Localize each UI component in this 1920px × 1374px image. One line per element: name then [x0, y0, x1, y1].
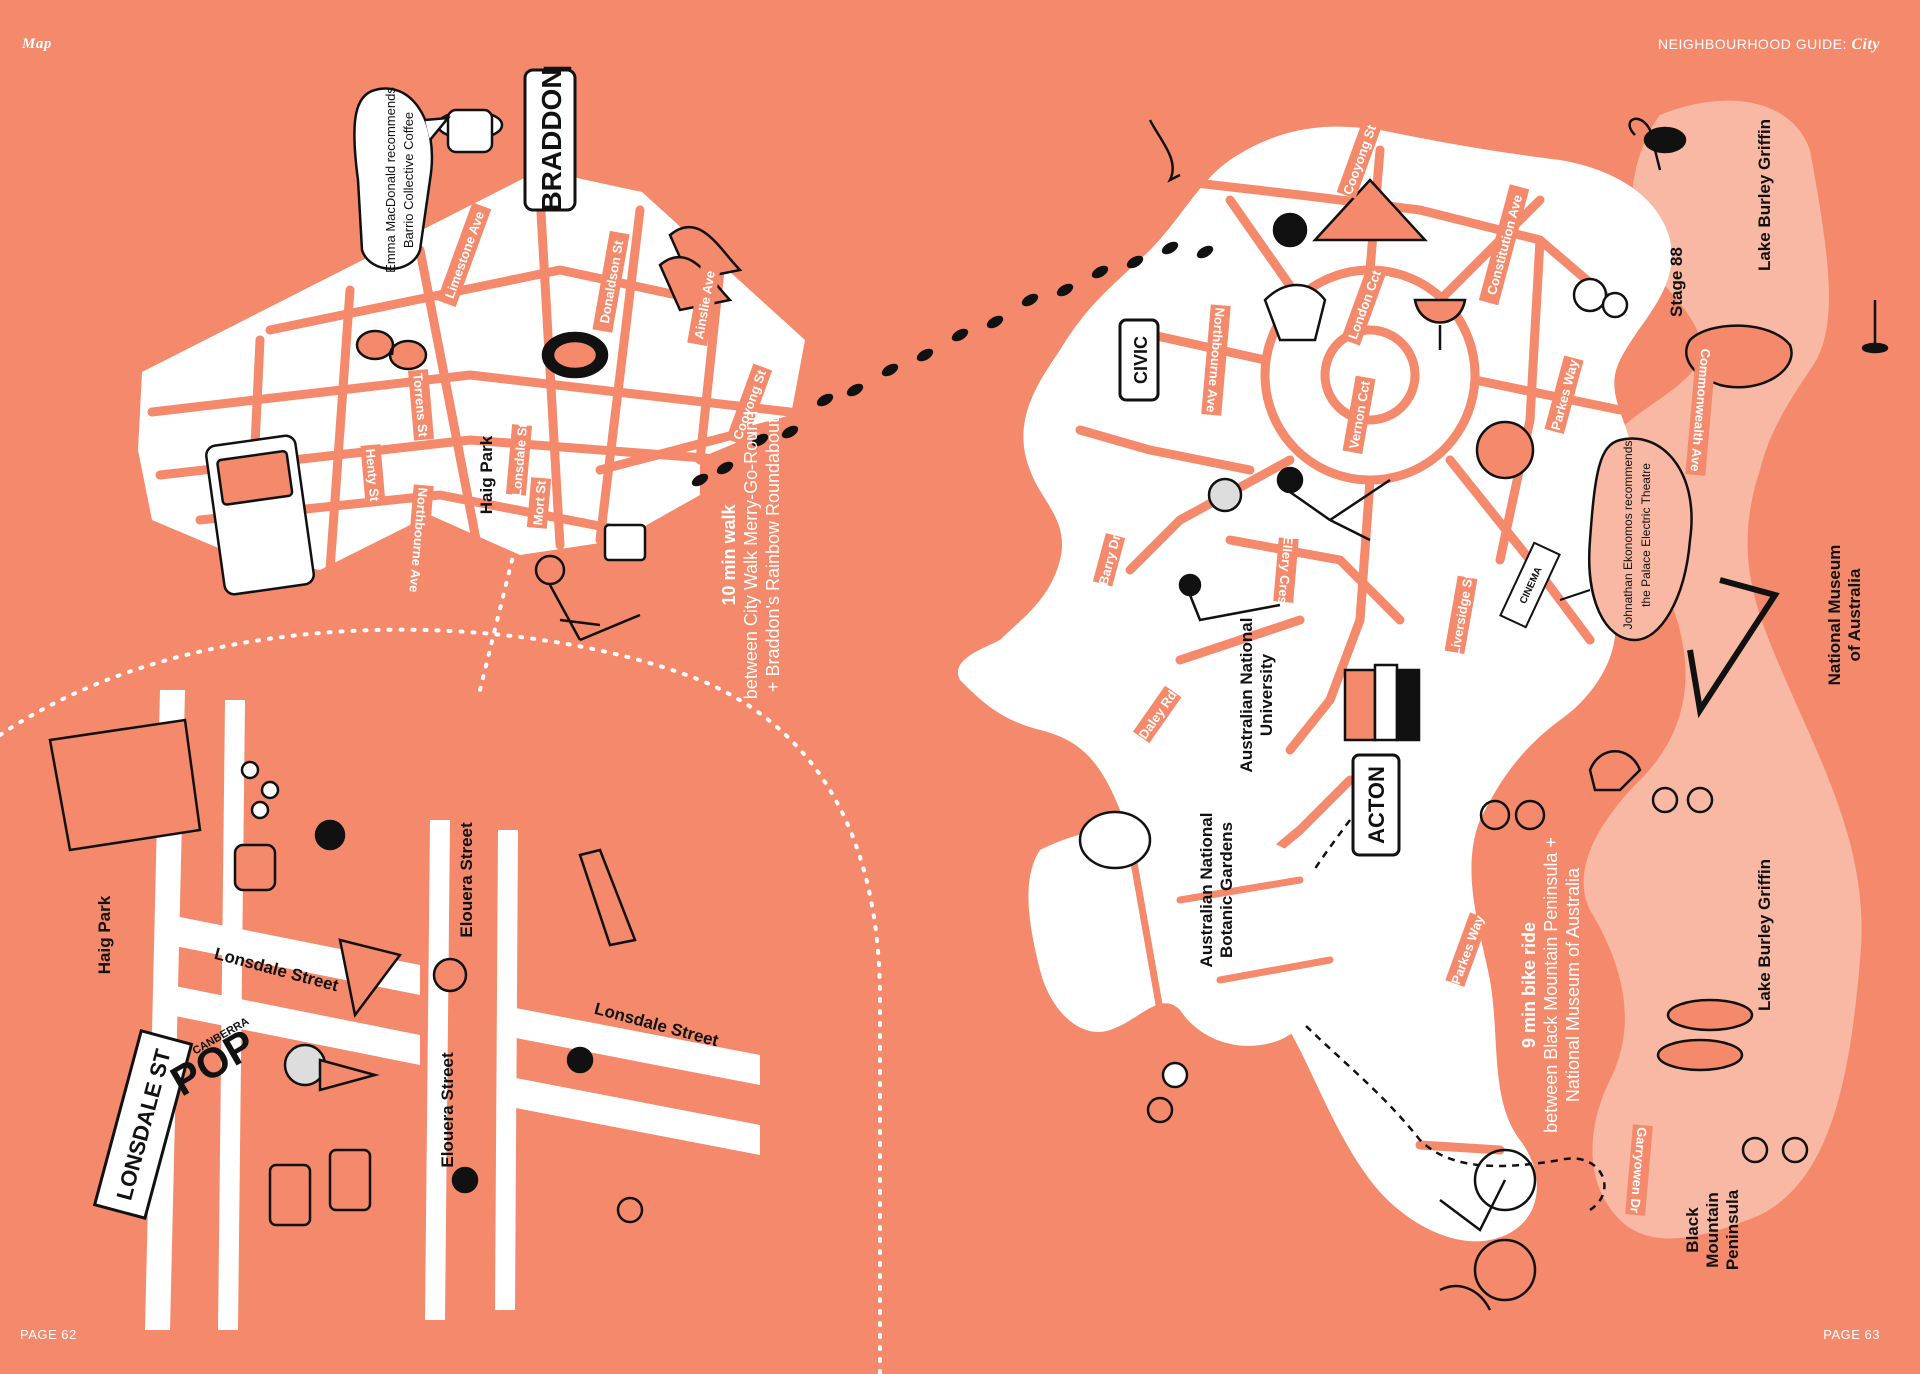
dancing-couple-icon: [1276, 466, 1391, 542]
label-nma-line2: of Australia: [1845, 568, 1864, 661]
label-bmp-line2: Mountain: [1703, 1192, 1722, 1268]
carousel-icon: [1312, 178, 1428, 242]
emma-callout-line1: Emma MacDonald recommends: [383, 87, 398, 273]
label-anu-line1: Australian National: [1237, 618, 1256, 773]
guide-label: NEIGHBOURHOOD GUIDE:: [1658, 36, 1847, 52]
yoga-people-icon: [451, 1046, 644, 1224]
national-museum-loop-icon: [1687, 577, 1780, 719]
acton-sign-text: ACTON: [1364, 766, 1389, 844]
pop-logo-text: POP: [163, 1020, 263, 1105]
label-lonsdale-st-small: Lonsdale St: [509, 422, 530, 497]
guide-city: City: [1851, 36, 1880, 53]
lake-burley-griffin: [1583, 100, 1862, 1239]
braddon-sign-text: BRADDON: [536, 68, 567, 211]
label-garryowen-dr: Garryowen Dr: [1627, 1127, 1649, 1214]
dog-icon: [1588, 750, 1642, 792]
label-bmp-line1: Black: [1683, 1207, 1702, 1253]
emma-callout: Emma MacDonald recommends Barrio Collect…: [353, 87, 451, 273]
roundabout-marker-icon: [432, 957, 468, 993]
label-mort-st: Mort St: [530, 479, 549, 526]
johnathan-callout-line2: the Palace Electric Theatre: [1639, 463, 1653, 607]
disco-ball-icon: [1207, 477, 1243, 513]
civic-sign-text: CIVIC: [1131, 336, 1151, 384]
pizza-icon: [1475, 420, 1535, 480]
label-haig-park-inset: Haig Park: [95, 895, 114, 974]
label-henty-st: Henty St: [363, 448, 383, 503]
civic-sign: CIVIC: [1118, 318, 1160, 402]
coffee-cup-icon: [436, 108, 504, 154]
walk-note-line3: + Braddon's Rainbow Roundabout: [763, 418, 783, 692]
braddon-sign: BRADDON: [523, 68, 577, 212]
cinema-ticket: CINEMA: [1499, 541, 1561, 629]
botanic-gardens-land: [1028, 824, 1352, 1046]
johnathan-callout-line1: Johnathan Ekonomos recommends: [1621, 441, 1635, 630]
picnic-blanket-icon: [48, 718, 202, 852]
sunglasses-icon: [355, 329, 428, 371]
drum-kit-icon: [1572, 277, 1629, 319]
label-anu-line2: University: [1257, 653, 1276, 736]
label-haig-park-top: Haig Park: [477, 435, 496, 514]
label-lake-burley-griffin-top: Lake Burley Griffin: [1755, 119, 1774, 271]
label-torrens-st: Torrens St: [410, 372, 431, 438]
flamingo-icon: [1628, 117, 1687, 171]
section-title: Map: [22, 36, 52, 52]
bike-note-line3: National Museum of Australia: [1563, 867, 1583, 1102]
coffee-beans-icon: [240, 760, 280, 820]
bicycle-icon: [1479, 786, 1809, 1164]
food-truck-icon: [205, 434, 315, 596]
ramen-bowl-icon: [541, 331, 609, 379]
bowling-ball-icon: [1272, 212, 1308, 248]
dancing-people-icon: [1146, 1061, 1189, 1124]
person-carrying-box-icon: [534, 523, 647, 642]
label-nma-line1: National Museum: [1825, 545, 1844, 686]
label-elouera-street-b: Elouera Street: [438, 1052, 457, 1168]
label-stage-88: Stage 88: [1667, 247, 1686, 317]
cans-icon: [268, 1148, 372, 1227]
walk-note-line1: 10 min walk: [719, 503, 739, 605]
guitarist-icon: [1178, 573, 1281, 622]
walk-note-line2: between City Walk Merry-Go-Round: [741, 411, 761, 699]
takeaway-cup-icon: [233, 843, 277, 892]
bike-note-line2: between Black Mountain Peninsula +: [1541, 837, 1561, 1133]
guide-header: NEIGHBOURHOOD GUIDE: City: [1658, 36, 1880, 54]
label-botanic-line1: Australian National: [1197, 813, 1216, 968]
captain-cook-fountain-icon: [1861, 300, 1889, 354]
page-number-right: PAGE 63: [1823, 1327, 1880, 1342]
ice-cream-icon: [283, 1043, 380, 1092]
footprints-walk-path: [691, 241, 1214, 487]
label-lake-burley-griffin-bottom: Lake Burley Griffin: [1755, 859, 1774, 1011]
heels-icon: [658, 226, 743, 312]
tree-icon: [1078, 810, 1152, 870]
label-botanic-line2: Botanic Gardens: [1217, 822, 1236, 958]
bike-note-line1: 9 min bike ride: [1519, 922, 1539, 1048]
emma-callout-line2: Barrio Collective Coffee: [401, 112, 416, 248]
carousel-horse-icon: [1263, 283, 1327, 342]
bird-icon: [1148, 119, 1492, 1311]
label-ellery-cres: Ellery Cres: [1275, 536, 1296, 605]
boat-icon: [1656, 998, 1754, 1072]
warning-sign-icon: [338, 938, 403, 1018]
cyclist-icon: [1439, 1148, 1537, 1302]
wine-glass-icon: [1413, 298, 1467, 350]
acton-sign: ACTON: [1351, 753, 1401, 857]
label-bmp-line3: Peninsula: [1723, 1189, 1742, 1270]
cocktail-woman-icon: [314, 819, 346, 851]
table-icon: [578, 848, 637, 947]
books-stack-icon: [1343, 663, 1421, 742]
johnathan-callout: Johnathan Ekonomos recommends the Palace…: [1559, 437, 1693, 642]
label-elouera-street-a: Elouera Street: [457, 822, 476, 938]
travel-notes: 10 min walk between City Walk Merry-Go-R…: [719, 411, 1583, 1133]
page-number-left: PAGE 62: [20, 1327, 77, 1342]
